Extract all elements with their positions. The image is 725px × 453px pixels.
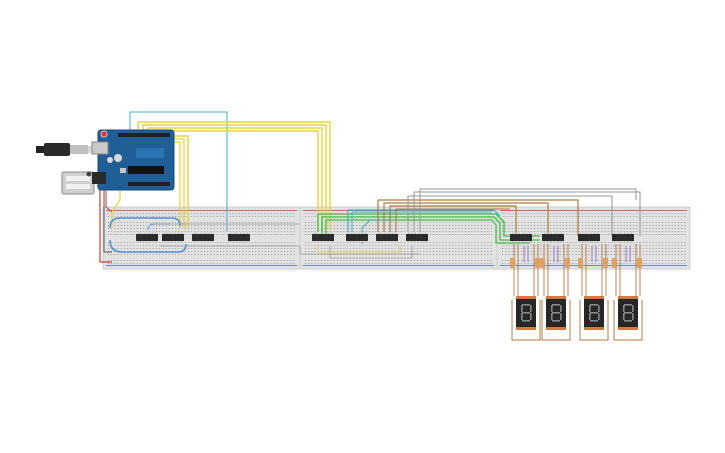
arduino-capacitor-1 [114, 154, 122, 162]
wire-brown-1[interactable] [377, 199, 579, 236]
ic-chip[interactable] [136, 232, 158, 243]
arduino-crystal [120, 168, 126, 173]
arduino-top-header [118, 133, 170, 137]
ic-chip[interactable] [192, 232, 214, 243]
ic-chip[interactable] [312, 232, 334, 243]
arduino-label-area [136, 148, 164, 158]
battery-pack-icon[interactable] [61, 171, 103, 195]
arduino-bottom-header [128, 182, 170, 186]
wire-yellow-2[interactable] [142, 124, 327, 230]
resistor[interactable] [540, 258, 545, 268]
ic-chip[interactable] [406, 232, 428, 243]
arduino-reset-button[interactable] [100, 130, 108, 138]
ic-chip[interactable] [376, 232, 398, 243]
wire-red-supply[interactable] [99, 186, 112, 263]
resistor[interactable] [578, 258, 583, 268]
seven-segment-display[interactable] [510, 244, 541, 341]
wire-brown-2[interactable] [383, 202, 549, 236]
wire-blue-loop-1[interactable] [109, 217, 181, 229]
resistor[interactable] [510, 258, 515, 268]
resistor[interactable] [612, 258, 617, 268]
ic-chip[interactable] [162, 232, 184, 243]
ic-chip[interactable] [578, 232, 600, 243]
resistor[interactable] [603, 258, 608, 268]
wire-gray-2[interactable] [413, 191, 641, 236]
wire-green-2[interactable] [321, 216, 540, 241]
arduino-capacitor-2 [107, 157, 113, 163]
ic-chip[interactable] [612, 232, 634, 243]
arduino-mcu-chip [128, 166, 164, 174]
ic-chip[interactable] [510, 232, 532, 243]
wire-green-3[interactable] [325, 219, 530, 244]
seven-segment-display[interactable] [578, 244, 609, 341]
wire-yellow-1[interactable] [137, 121, 331, 230]
wire-gray-1[interactable] [407, 195, 613, 236]
seven-segment-display[interactable] [540, 244, 571, 341]
seven-segment-display[interactable] [612, 244, 643, 341]
wire-blue-loop-2[interactable] [109, 239, 187, 253]
wire-cyan-2[interactable] [351, 211, 492, 232]
wire-red-5v[interactable] [105, 190, 113, 213]
wire-cyan-1[interactable] [347, 209, 501, 232]
wire-cyan-top[interactable] [129, 111, 228, 232]
wire-brown-4[interactable] [395, 208, 510, 232]
wires[interactable] [99, 111, 641, 263]
ic-chip[interactable] [228, 232, 250, 243]
ic-chip[interactable] [542, 232, 564, 243]
wire-gray-3[interactable] [419, 188, 637, 232]
arduino-usb-port [91, 141, 109, 155]
ic-chips[interactable] [136, 232, 634, 243]
ic-chip[interactable] [346, 232, 368, 243]
arduino-power-jack [92, 172, 106, 184]
resistor[interactable] [637, 258, 642, 268]
wire-yellow-under[interactable] [317, 246, 401, 253]
resistor[interactable] [535, 258, 540, 268]
arduino-uno-board[interactable] [91, 129, 175, 191]
wire-brown-3[interactable] [389, 205, 517, 236]
resistor[interactable] [565, 258, 570, 268]
seven-segment-displays[interactable] [510, 244, 643, 341]
wire-gray-bus-2[interactable] [160, 245, 420, 255]
wire-dark-supply[interactable] [103, 190, 112, 253]
